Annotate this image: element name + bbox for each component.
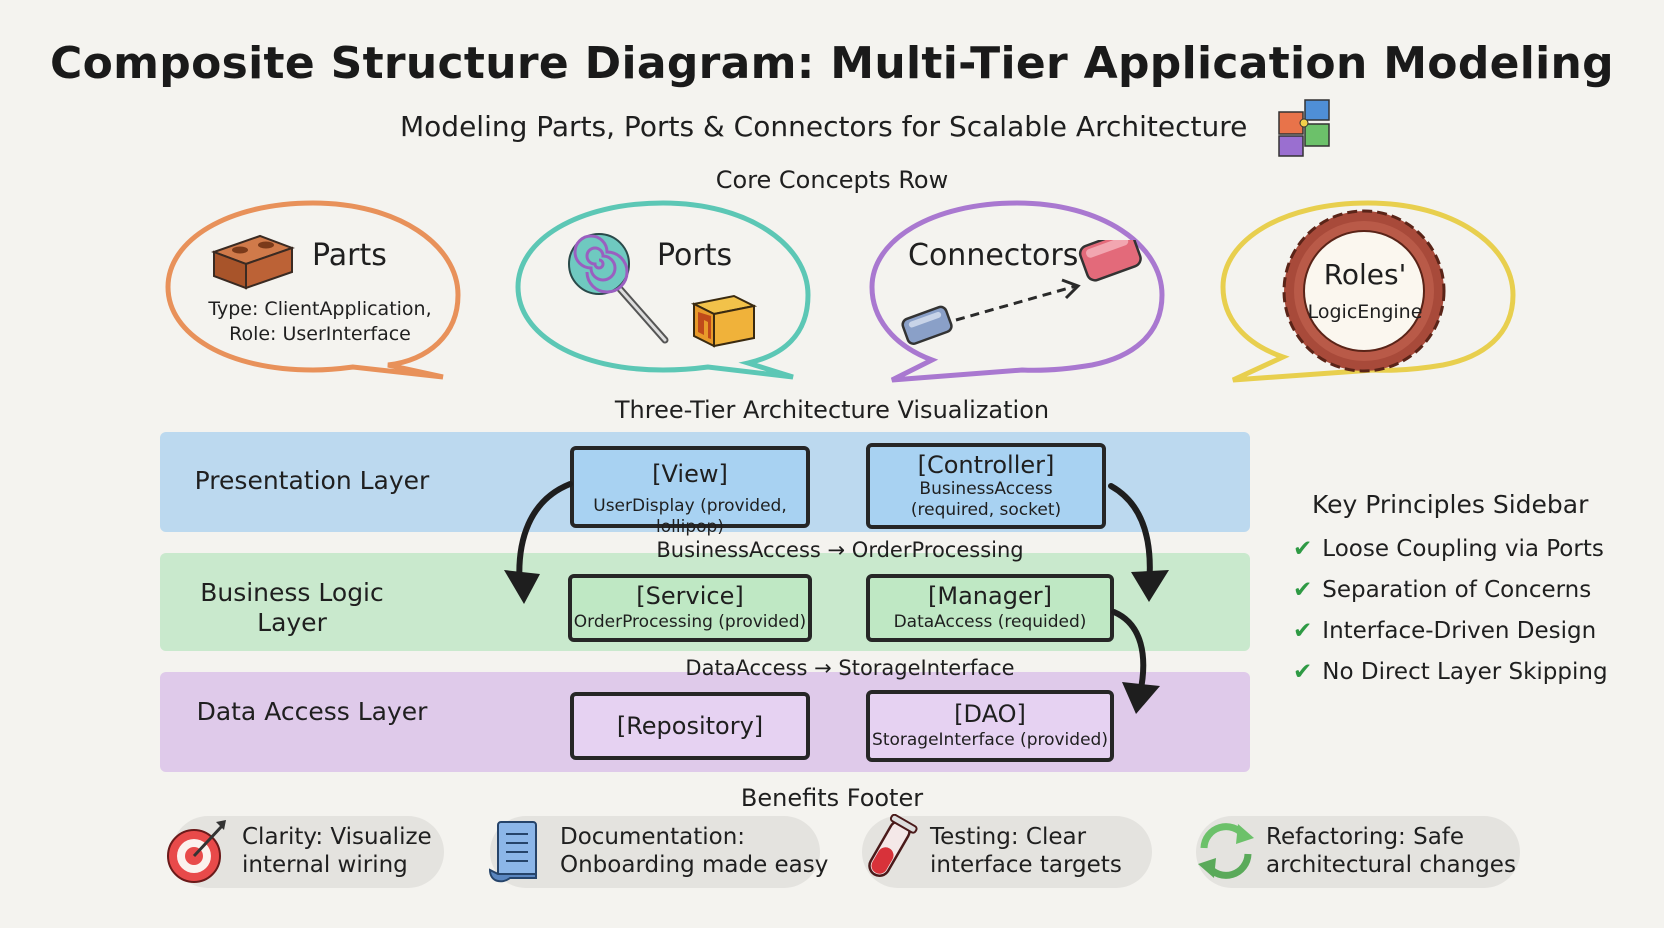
checkmark-icon: ✔ [1293, 536, 1313, 562]
service-port: OrderProcessing (provided) [573, 612, 807, 632]
dao-part[interactable]: [DAO] StorageInterface (provided) [866, 690, 1114, 762]
roles-title: Roles' [1323, 258, 1407, 291]
target-icon [167, 820, 226, 883]
controller-port: BusinessAccess [919, 479, 1053, 499]
service-part[interactable]: [Service] OrderProcessing (provided) [568, 574, 812, 642]
parts-description: Type: ClientApplication, Role: UserInter… [205, 297, 435, 347]
data-access-layer-label: Data Access Layer [196, 697, 428, 726]
principle-text: Interface-Driven Design [1322, 618, 1597, 644]
connector-label-bottom: DataAccess → StorageInterface [685, 656, 1015, 680]
principle-item: ✔ Separation of Concerns [1293, 577, 1591, 603]
benefit-documentation: Documentation: Onboarding made easy [560, 823, 828, 879]
benefit-clarity-line1: Clarity: Visualize [242, 824, 432, 850]
connector-arrow-icon [901, 240, 1142, 345]
architecture-label: Three-Tier Architecture Visualization [614, 396, 1050, 424]
refresh-icon [1198, 823, 1254, 879]
socket-cube-icon [690, 294, 758, 348]
parts-title: Parts [312, 238, 387, 273]
business-logic-label-line1: Business Logic [200, 578, 384, 607]
checkmark-icon: ✔ [1293, 618, 1313, 644]
benefit-documentation-line1: Documentation: [560, 824, 746, 850]
connector-label-top: BusinessAccess → OrderProcessing [656, 538, 1024, 562]
lollipop-icon [568, 233, 669, 344]
manager-title: [Manager] [928, 582, 1052, 610]
principle-item: ✔ No Direct Layer Skipping [1293, 659, 1608, 685]
page-subtitle: Modeling Parts, Ports & Connectors for S… [400, 110, 1248, 143]
principle-item: ✔ Interface-Driven Design [1293, 618, 1596, 644]
benefit-refactoring-line1: Refactoring: Safe [1266, 824, 1465, 850]
principle-text: Separation of Concerns [1322, 577, 1592, 603]
benefit-clarity: Clarity: Visualize internal wiring [242, 823, 432, 879]
scroll-icon [488, 821, 537, 883]
brick-icon [211, 234, 295, 290]
dao-port: StorageInterface (provided) [872, 730, 1108, 750]
footer-label: Benefits Footer [740, 784, 924, 812]
parts-desc-type: Type: ClientApplication, [208, 298, 432, 320]
benefit-testing-line2: interface targets [930, 852, 1122, 878]
benefit-pill-documentation [490, 816, 820, 888]
business-logic-label-line2: Layer [257, 608, 327, 637]
roles-subtitle: LogicEngine [1307, 301, 1423, 323]
view-port: UserDisplay (provided, lollipop) [593, 496, 787, 537]
ports-title: Ports [657, 238, 733, 273]
checkmark-icon: ✔ [1293, 659, 1313, 685]
benefit-documentation-line2: Onboarding made easy [560, 852, 829, 878]
view-to-service-arrow [504, 481, 573, 604]
manager-port: DataAccess (requided) [893, 612, 1087, 632]
seal-icon [1282, 209, 1446, 373]
benefit-refactoring-line2: architectural changes [1266, 852, 1516, 878]
dao-title: [DAO] [954, 700, 1026, 728]
manager-part[interactable]: [Manager] DataAccess (requided) [866, 574, 1114, 642]
controller-part[interactable]: [Controller] BusinessAccess (required, s… [866, 443, 1106, 529]
service-title: [Service] [636, 582, 744, 610]
connectors-title: Connectors [908, 238, 1079, 273]
benefit-testing: Testing: Clear interface targets [930, 823, 1122, 879]
benefit-testing-line1: Testing: Clear [930, 824, 1087, 850]
controller-title: [Controller] [917, 451, 1055, 479]
repository-title: [Repository] [616, 712, 764, 740]
repository-part[interactable]: [Repository] [570, 692, 810, 760]
benefit-clarity-line2: internal wiring [242, 852, 408, 878]
principle-text: No Direct Layer Skipping [1322, 659, 1608, 685]
principle-item: ✔ Loose Coupling via Ports [1293, 536, 1604, 562]
business-logic-layer-label: Business Logic Layer [192, 578, 392, 638]
view-part[interactable]: [View] UserDisplay (provided, lollipop) [570, 446, 810, 537]
page-title: Composite Structure Diagram: Multi-Tier … [50, 38, 1614, 89]
parts-desc-role: Role: UserInterface [229, 323, 411, 345]
benefit-pill-refactoring [1196, 816, 1520, 888]
benefit-refactoring: Refactoring: Safe architectural changes [1266, 823, 1516, 879]
sidebar-title: Key Principles Sidebar [1312, 490, 1589, 519]
manager-to-dao-arrow [1111, 609, 1160, 714]
core-concepts-label: Core Concepts Row [715, 166, 949, 194]
principle-text: Loose Coupling via Ports [1322, 536, 1604, 562]
presentation-layer-label: Presentation Layer [194, 466, 430, 495]
controller-port-kind: (required, socket) [910, 500, 1062, 520]
view-title: [View] [652, 460, 728, 488]
controller-to-manager-arrow [1108, 483, 1169, 602]
checkmark-icon: ✔ [1293, 577, 1313, 603]
puzzle-icon [1278, 99, 1330, 157]
test-tube-icon [868, 814, 918, 877]
